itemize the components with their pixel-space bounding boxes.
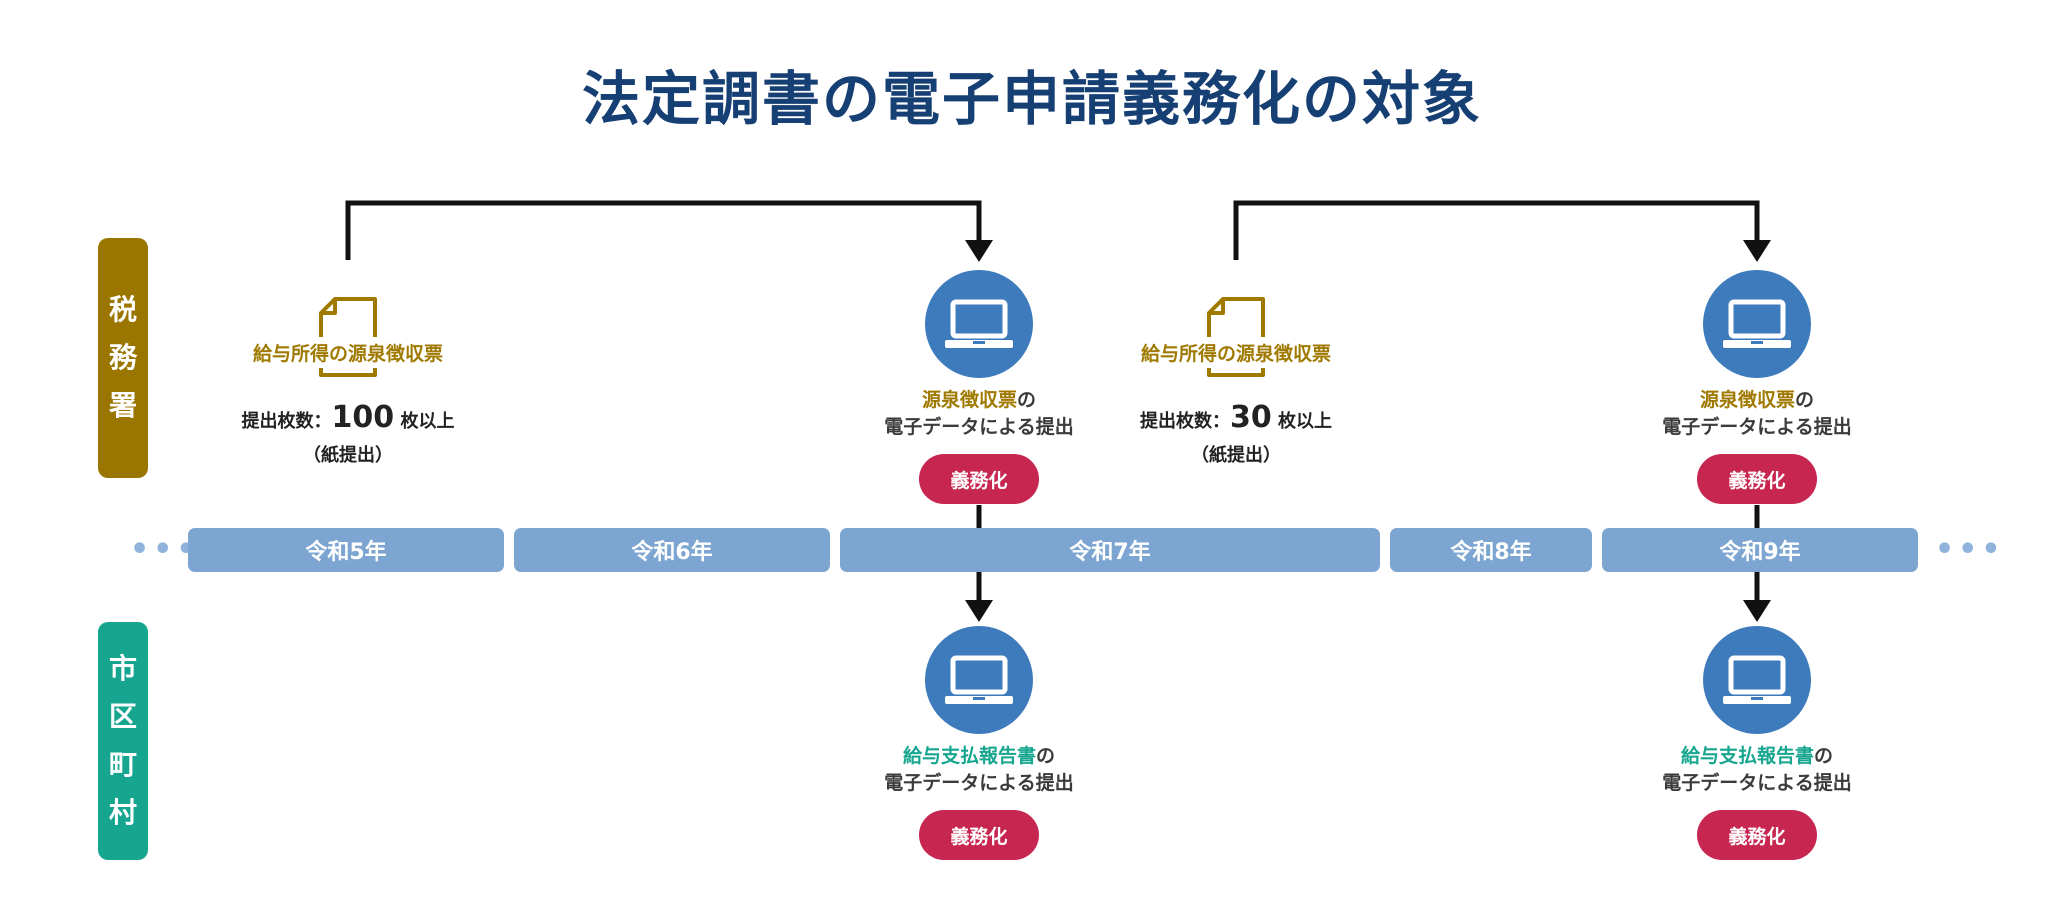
doc-label-right: 給与所得の源泉徴収票 — [1106, 337, 1366, 368]
laptop-icon — [945, 299, 1013, 348]
year-segment: 令和7年 — [840, 528, 1380, 572]
municipality-char: 町 — [108, 748, 137, 781]
tax-office-char: 税 — [108, 293, 137, 326]
arrow-head — [1743, 600, 1771, 622]
doc-name: 源泉徴収票 — [921, 389, 1017, 411]
laptop-circle — [925, 270, 1033, 378]
particle: の — [1017, 389, 1037, 411]
year-segment: 令和6年 — [514, 528, 830, 572]
particle: の — [1795, 389, 1815, 411]
doc-name: 源泉徴収票 — [1699, 389, 1795, 411]
count-suffix: 枚以上 — [1278, 411, 1333, 432]
count-line-right: 提出枚数：30 枚以上 — [1086, 400, 1386, 435]
count-value: 30 — [1229, 400, 1272, 435]
count-suffix: 枚以上 — [400, 411, 455, 432]
desc-line1: 給与支払報告書の — [829, 743, 1129, 770]
year-segment: 令和5年 — [188, 528, 504, 572]
count-prefix: 提出枚数： — [241, 411, 332, 432]
municipality-char: 区 — [108, 700, 137, 733]
doc-name: 給与支払報告書 — [1680, 745, 1814, 767]
mandatory-badge: 義務化 — [919, 454, 1039, 504]
document-icon — [1207, 297, 1265, 377]
muni-submission-desc: 給与支払報告書の 電子データによる提出 — [829, 743, 1129, 797]
page-title: 法定調書の電子申請義務化の対象 — [581, 65, 1482, 133]
document-icon — [319, 297, 377, 377]
year-segment: 令和9年 — [1602, 528, 1918, 572]
bracket-right — [1233, 200, 1760, 260]
count-value: 100 — [331, 400, 395, 435]
desc-line1: 給与支払報告書の — [1607, 743, 1907, 770]
desc-line2: 電子データによる提出 — [884, 772, 1074, 794]
particle: の — [1814, 745, 1834, 767]
desc-line2: 電子データによる提出 — [1662, 416, 1852, 438]
laptop-icon — [1723, 299, 1791, 348]
tax-submission-desc: 源泉徴収票の 電子データによる提出 — [829, 387, 1129, 441]
laptop-circle — [1703, 626, 1811, 734]
muni-submission-desc: 給与支払報告書の 電子データによる提出 — [1607, 743, 1907, 797]
mandatory-badge: 義務化 — [1697, 810, 1817, 860]
timeline-ellipsis-right: ••• — [1935, 532, 2005, 567]
paper-note-right: （紙提出） — [1191, 445, 1281, 466]
laptop-icon — [945, 655, 1013, 704]
tax-submission-desc: 源泉徴収票の 電子データによる提出 — [1607, 387, 1907, 441]
mandatory-badge: 義務化 — [919, 810, 1039, 860]
tax-office-label: 税 務 署 — [98, 238, 148, 478]
bracket-left — [345, 200, 982, 260]
arrow-head — [965, 600, 993, 622]
doc-label-left: 給与所得の源泉徴収票 — [218, 337, 478, 368]
tax-office-char: 署 — [108, 389, 137, 422]
laptop-icon — [1723, 655, 1791, 704]
arrow-head — [965, 240, 993, 262]
timeline-ellipsis-left: ••• — [130, 532, 200, 567]
laptop-circle — [1703, 270, 1811, 378]
desc-line1: 源泉徴収票の — [1607, 387, 1907, 414]
municipality-char: 村 — [108, 796, 137, 829]
municipality-label: 市 区 町 村 — [98, 622, 148, 860]
desc-line1: 源泉徴収票の — [829, 387, 1129, 414]
count-prefix: 提出枚数： — [1139, 411, 1230, 432]
particle: の — [1036, 745, 1056, 767]
year-segment: 令和8年 — [1390, 528, 1592, 572]
desc-line2: 電子データによる提出 — [884, 416, 1074, 438]
mandatory-badge: 義務化 — [1697, 454, 1817, 504]
paper-note-left: （紙提出） — [303, 445, 393, 466]
municipality-char: 市 — [108, 652, 137, 685]
arrow-head — [1743, 240, 1771, 262]
count-line-left: 提出枚数：100 枚以上 — [198, 400, 498, 435]
desc-line2: 電子データによる提出 — [1662, 772, 1852, 794]
laptop-circle — [925, 626, 1033, 734]
tax-office-char: 務 — [108, 341, 137, 374]
doc-name: 給与支払報告書 — [902, 745, 1036, 767]
